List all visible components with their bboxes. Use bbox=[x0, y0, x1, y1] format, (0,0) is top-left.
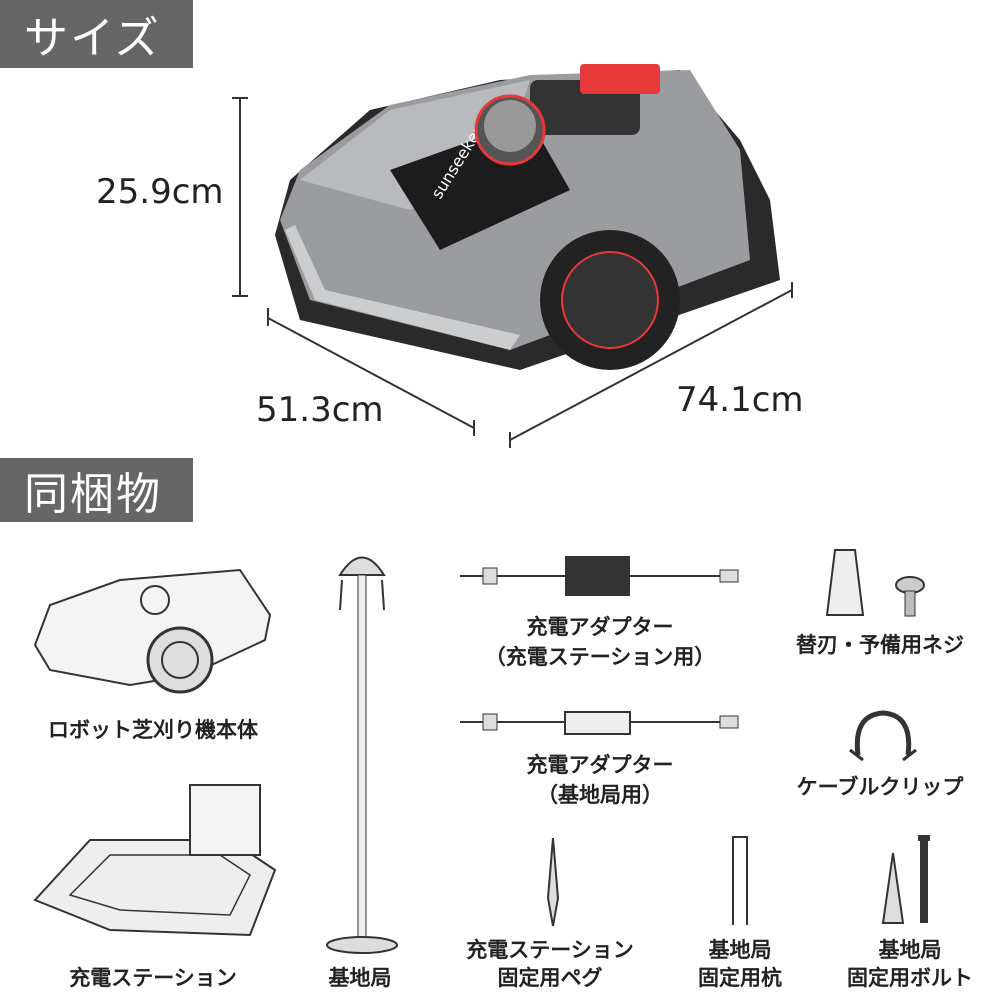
item-sublabel-adapter-1: （充電ステーション用） bbox=[484, 645, 716, 669]
item-label-peg: 充電ステーション bbox=[466, 938, 634, 962]
item-label-cable-clip: ケーブルクリップ bbox=[796, 775, 964, 799]
item-label-adapter-1: 充電アダプター bbox=[526, 615, 674, 639]
charging-station-illustration bbox=[33, 784, 277, 937]
item-label-blades: 替刃・予備用ネジ bbox=[796, 633, 964, 657]
size-section-header: サイズ bbox=[0, 0, 193, 68]
stake-illustration bbox=[732, 836, 748, 925]
adapter-charging-station-illustration bbox=[460, 556, 739, 596]
item-sublabel-stake: 固定用杭 bbox=[698, 966, 782, 990]
dimension-lines bbox=[232, 97, 793, 448]
height-dimension: 25.9cm bbox=[96, 172, 224, 212]
item-label-adapter-2: 充電アダプター bbox=[526, 753, 674, 777]
item-label-base-station: 基地局 bbox=[328, 966, 392, 990]
item-sublabel-adapter-2: （基地局用） bbox=[537, 783, 663, 807]
mower-image: sunseeker bbox=[275, 64, 780, 370]
item-sublabel-peg: 固定用ペグ bbox=[497, 966, 603, 990]
item-label-bolt: 基地局 bbox=[878, 938, 942, 962]
width-dimension: 51.3cm bbox=[256, 390, 384, 430]
bolt-illustration bbox=[881, 835, 930, 924]
mower-body-illustration bbox=[33, 568, 272, 694]
item-label-mower: ロボット芝刈り機本体 bbox=[48, 718, 258, 742]
item-sublabel-bolt: 固定用ボルト bbox=[847, 966, 973, 990]
item-label-charging-station: 充電ステーション bbox=[69, 966, 237, 990]
peg-illustration bbox=[546, 838, 560, 927]
length-dimension: 74.1cm bbox=[676, 380, 804, 420]
adapter-base-station-illustration bbox=[460, 711, 739, 735]
contents-section-header: 同梱物 bbox=[0, 458, 193, 522]
base-station-illustration bbox=[326, 556, 398, 954]
cable-clip-illustration bbox=[849, 710, 917, 762]
blades-screws-illustration bbox=[825, 549, 925, 617]
item-label-stake: 基地局 bbox=[708, 938, 772, 962]
